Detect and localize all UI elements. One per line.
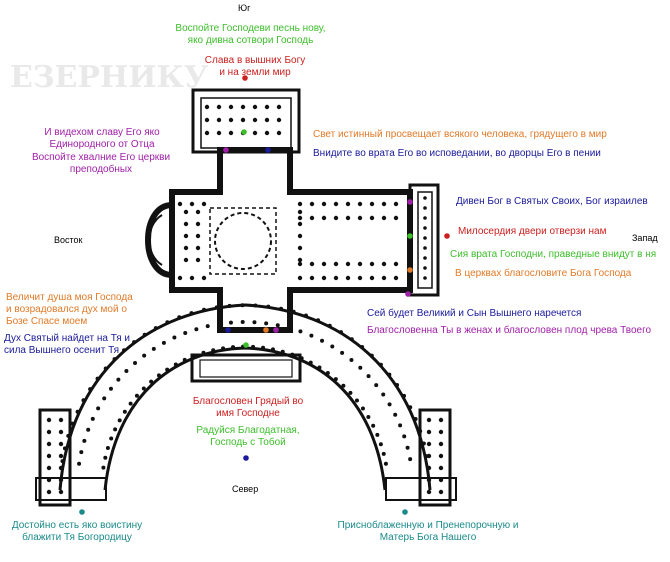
- marker-dot-orange: [263, 327, 269, 333]
- label-ever-blessed: Присноблаженную и Пренепорочную и Матерь…: [337, 520, 519, 543]
- label-blessed-coming: Благословен Грядый во имя Господне: [192, 396, 304, 419]
- marker-dot-green: [241, 129, 247, 135]
- direction-north: Север: [232, 484, 259, 494]
- marker-dot-orange: [407, 267, 413, 273]
- label-wonderful-god: Дивен Бог в Святых Своих, Бог израилев: [456, 196, 648, 207]
- direction-south: Юг: [238, 3, 251, 13]
- marker-dot-blue: [265, 147, 271, 153]
- direction-east: Восток: [54, 235, 83, 245]
- marker-dot-purple: [405, 291, 411, 297]
- marker-dot-teal: [79, 509, 85, 515]
- marker-dot-red: [242, 75, 248, 81]
- label-magnificat: Величит душа моя Господа и возрадовался …: [6, 292, 133, 327]
- marker-dot-purple: [407, 199, 413, 205]
- marker-dot-green: [243, 342, 249, 348]
- label-glory-in-highest: Слава в вышних Богу и на земли мир: [204, 55, 306, 78]
- label-sing-praise: Воспойте хвалние Его церкви преподобных: [31, 152, 171, 175]
- label-true-light: Свет истинный просвещает всякого человек…: [313, 129, 607, 140]
- label-it-is-truly-meet: Достойно есть яко воистину блажити Тя Бо…: [11, 520, 143, 543]
- marker-dot-green: [407, 233, 413, 239]
- marker-dot-red: [444, 233, 450, 239]
- label-blessed-among-women: Благословенна Ты в женах и благословен п…: [367, 325, 652, 336]
- watermark: ЕЗЕРНИКУ: [10, 60, 209, 95]
- marker-dot-blue: [225, 327, 231, 333]
- direction-west: Запад: [632, 233, 658, 243]
- label-he-shall-be-great: Сей будет Великий и Сын Вышнего наречетс…: [367, 308, 582, 319]
- label-mercy-doors: Милосердия двери отверзи нам: [458, 226, 607, 237]
- marker-dot-teal: [402, 509, 408, 515]
- label-rejoice: Радуйся Благодатная, Господь с Тобой: [196, 425, 300, 448]
- marker-dot-purple: [273, 327, 279, 333]
- label-holy-spirit: Дух Святый найдет на Тя и сила Вышнего о…: [4, 333, 131, 356]
- label-enter-gates: Внидите во врата Его во исповедании, во …: [313, 148, 601, 159]
- label-we-saw-glory: И видехом славу Его яко Единородного от …: [44, 127, 160, 150]
- marker-dot-purple: [223, 147, 229, 153]
- label-south-hymn: Воспойте Господеви песнь нову, яко дивна…: [175, 23, 326, 46]
- marker-dot-blue: [243, 455, 249, 461]
- label-gates-of-lord: Сия врата Господни, праведные внидут в н…: [450, 249, 657, 260]
- label-bless-in-churches: В церквах благословите Бога Господа: [455, 268, 632, 279]
